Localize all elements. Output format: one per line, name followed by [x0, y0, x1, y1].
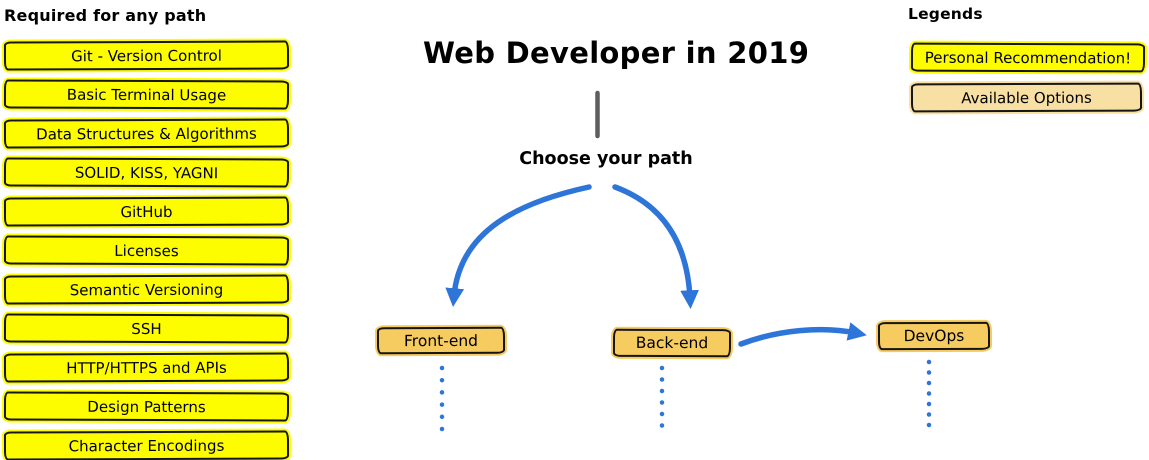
- topic-label: Design Patterns: [87, 397, 206, 416]
- page-title: Web Developer in 2019: [423, 36, 810, 70]
- topic-node-terminal[interactable]: Basic Terminal Usage: [3, 79, 290, 110]
- arrow-back-end-to-devops-icon: [738, 322, 867, 347]
- arrow-to-front-end-icon: [445, 184, 592, 307]
- path-node-label: DevOps: [903, 326, 965, 346]
- topic-label: HTTP/HTTPS and APIs: [66, 358, 227, 377]
- topic-node-http-apis[interactable]: HTTP/HTTPS and APIs: [3, 352, 290, 383]
- topic-label: SSH: [131, 319, 162, 338]
- path-node-front-end[interactable]: Front-end: [376, 326, 506, 355]
- required-column-header: Required for any path: [4, 6, 207, 25]
- topic-label: SOLID, KISS, YAGNI: [74, 163, 219, 182]
- path-node-back-end[interactable]: Back-end: [612, 328, 732, 358]
- topic-node-git[interactable]: Git - Version Control: [3, 40, 290, 71]
- topic-node-data-structures[interactable]: Data Structures & Algorithms: [3, 118, 290, 149]
- arrow-to-back-end-icon: [612, 184, 699, 309]
- topic-label: Character Encodings: [68, 436, 225, 455]
- legend-personal-recommendation: Personal Recommendation!: [910, 42, 1146, 73]
- legend-label: Available Options: [961, 88, 1092, 107]
- topic-node-github[interactable]: GitHub: [3, 196, 290, 227]
- topic-node-char-encodings[interactable]: Character Encodings: [3, 430, 290, 460]
- path-node-label: Front-end: [403, 331, 479, 350]
- topic-label: Data Structures & Algorithms: [36, 124, 257, 143]
- topic-node-solid-kiss-yagni[interactable]: SOLID, KISS, YAGNI: [3, 157, 290, 188]
- path-node-devops[interactable]: DevOps: [877, 321, 991, 351]
- legend-available-options: Available Options: [910, 82, 1143, 113]
- topic-node-design-patterns[interactable]: Design Patterns: [3, 391, 290, 422]
- path-node-label: Back-end: [635, 333, 709, 353]
- topic-label: Git - Version Control: [71, 46, 222, 65]
- topic-node-semver[interactable]: Semantic Versioning: [3, 274, 290, 305]
- topic-node-ssh[interactable]: SSH: [3, 313, 290, 344]
- legend-header: Legends: [908, 5, 983, 23]
- topic-label: Basic Terminal Usage: [66, 85, 227, 104]
- choose-your-path-label: Choose your path: [519, 149, 693, 169]
- topic-label: GitHub: [120, 202, 173, 221]
- topic-label: Licenses: [114, 241, 179, 260]
- topic-node-licenses[interactable]: Licenses: [3, 235, 290, 266]
- topic-label: Semantic Versioning: [69, 280, 224, 299]
- legend-label: Personal Recommendation!: [924, 48, 1132, 67]
